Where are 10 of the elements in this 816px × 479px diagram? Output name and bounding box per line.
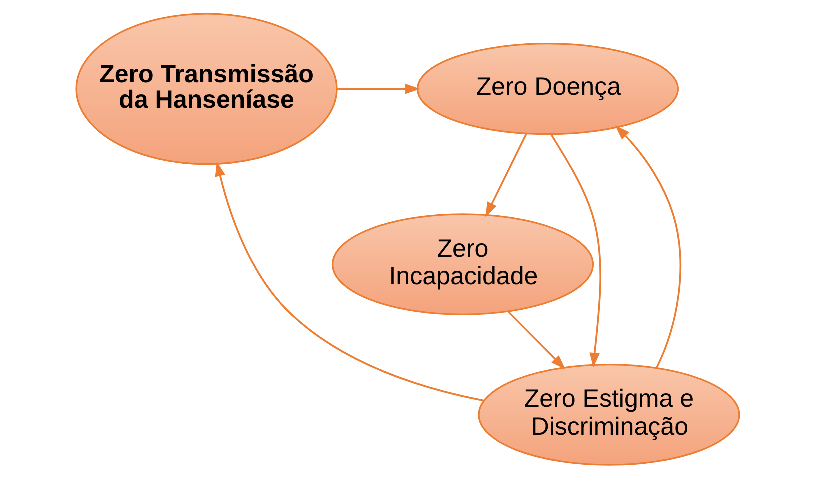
node-ellipse: Zero Estigma e Discriminação <box>478 364 740 466</box>
arrow <box>486 134 528 218</box>
arrow <box>615 126 682 368</box>
node-ellipse: Zero Incapacidade <box>332 214 594 316</box>
node-ellipse: Zero Doença <box>416 43 679 136</box>
node-ellipse: Zero Transmissão da Hanseníase <box>76 13 338 166</box>
arrow <box>337 84 420 94</box>
arrow <box>215 162 484 402</box>
arrow <box>508 311 566 370</box>
arrow <box>550 134 602 368</box>
